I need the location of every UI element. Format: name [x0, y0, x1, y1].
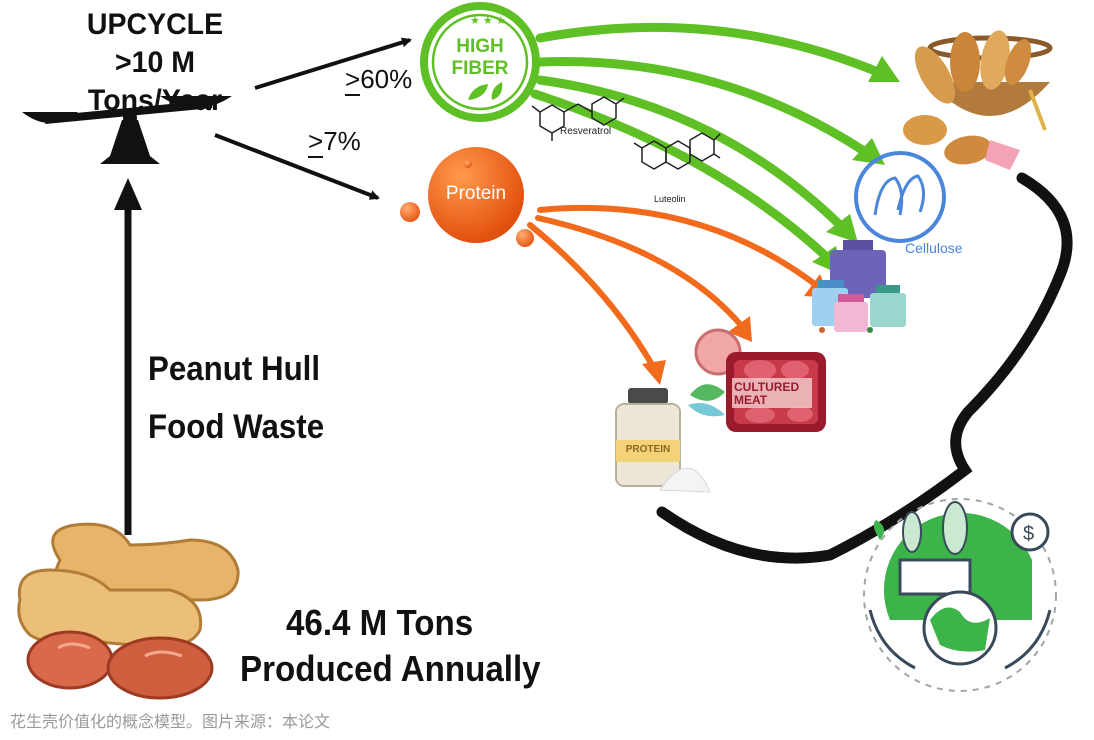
supplement-jars-icon: [812, 240, 906, 333]
arrow-up-head: [114, 178, 142, 210]
cellulose-icon: [854, 151, 946, 243]
fiber-arrows: [530, 22, 890, 267]
figure-caption: 花生壳价值化的概念模型。图片来源：本论文: [10, 714, 331, 731]
resveratrol-structure-icon: [531, 96, 625, 141]
svg-text:$: $: [1023, 523, 1034, 545]
protein-arrows: [527, 204, 823, 373]
brace-curve: [656, 172, 1073, 564]
high-fiber-label: HIGH FIBER: [451, 36, 509, 79]
upcycle-line1: UPCYCLE: [86, 8, 224, 41]
arrow-to-fiber: [254, 37, 412, 90]
protein-orb-label: Protein: [445, 183, 507, 204]
protein-percentage: >7%: [308, 126, 361, 158]
balance-scale-icon: [22, 96, 232, 164]
protein-powder-jar-icon: [615, 388, 711, 493]
protein-orb: [400, 147, 534, 247]
upcycle-line2: >10 M Tons/Year: [87, 46, 223, 117]
peanuts-icon: [17, 522, 240, 700]
fiber-percentage: >60%: [345, 64, 413, 96]
high-fiber-badge: ★ ★ ★: [420, 2, 540, 122]
luteolin-label: Luteolin: [654, 194, 686, 204]
bread-basket-icon: [903, 30, 1053, 170]
sustainability-icon: $: [863, 498, 1057, 692]
cellulose-label: Cellulose: [905, 240, 963, 256]
cultured-meat-icon: [688, 328, 826, 432]
cultured-meat-label: CULTURED MEAT: [734, 380, 800, 407]
peanut-hull-label: Peanut Hull Food Waste: [148, 350, 325, 446]
produced-label: 46.4 M Tons Produced Annually: [240, 602, 541, 689]
upcycle-title: UPCYCLE >10 M Tons/Year: [60, 6, 250, 120]
arrow-to-protein: [214, 133, 380, 200]
luteolin-structure-icon: [633, 132, 721, 170]
protein-jar-label: PROTEIN: [625, 444, 671, 455]
svg-text:★ ★ ★: ★ ★ ★: [470, 15, 506, 27]
resveratrol-label: Resveratrol: [560, 126, 612, 137]
